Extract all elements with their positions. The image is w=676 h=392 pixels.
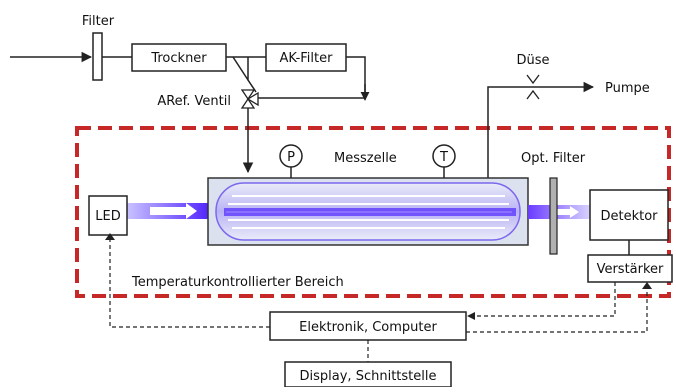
temperature-sensor-icon — [432, 144, 456, 168]
valve-branch — [232, 56, 249, 81]
cell-center-beam — [224, 208, 516, 216]
led-label: LED — [95, 209, 120, 224]
elektronik-signal-arrowhead — [467, 312, 475, 320]
pressure-sensor-label: P — [287, 150, 295, 165]
filter-label: Filter — [82, 14, 115, 29]
detektor-box — [589, 189, 669, 241]
verstaerker-label: Verstärker — [597, 262, 664, 277]
filter-element — [92, 32, 103, 81]
messzelle-label: Messzelle — [334, 151, 397, 166]
valve-label: ARef. Ventil — [157, 94, 231, 109]
display-label: Display, Schnittstelle — [300, 369, 437, 384]
verstaerker-to-elektronik-signal — [469, 282, 616, 317]
detektor-label: Detektor — [600, 209, 658, 224]
ak-filter-box — [265, 43, 347, 72]
ak-filter-bypass-line — [256, 56, 366, 99]
elektronik-to-verstaerker-signal — [466, 285, 648, 333]
verstaerker-signal-arrowhead — [642, 282, 652, 289]
elektronik-label: Elektronik, Computer — [299, 320, 437, 335]
trockner-label: Trockner — [150, 51, 207, 66]
nozzle-label: Düse — [516, 53, 549, 68]
verstaerker-box — [587, 254, 673, 283]
temperature-controlled-region — [75, 126, 671, 298]
ak-filter-label: AK-Filter — [280, 51, 334, 66]
trockner-box — [131, 43, 227, 72]
elektronik-to-led-signal — [109, 238, 270, 328]
beam-arrow-left — [150, 203, 197, 219]
led-box — [88, 195, 128, 236]
led-signal-arrowhead — [105, 233, 115, 240]
signal-lines — [109, 238, 648, 362]
optical-filter — [549, 177, 558, 255]
pressure-sensor-icon — [279, 144, 303, 168]
cell-outlet-line — [487, 81, 595, 178]
opt-filter-label: Opt. Filter — [521, 151, 586, 166]
temperature-sensor-label: T — [439, 150, 448, 165]
reference-valve — [240, 89, 259, 109]
junction-to-valve-line — [247, 57, 257, 93]
region-label: Temperaturkontrollierter Bereich — [131, 275, 344, 290]
beam-arrow-right — [556, 206, 579, 218]
pump-label: Pumpe — [605, 81, 650, 96]
nozzle-symbol — [526, 74, 540, 100]
